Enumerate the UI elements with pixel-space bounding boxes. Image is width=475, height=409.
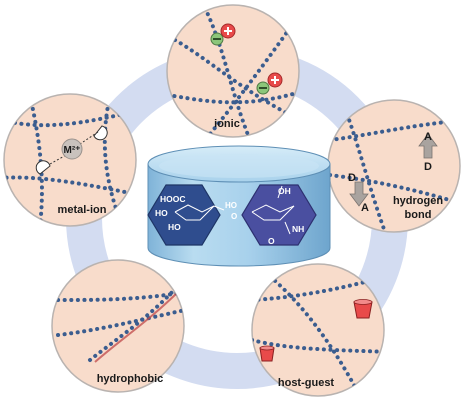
acceptor-label: A [361,202,369,214]
panel-hydrophobic: hydrophobic [51,259,185,393]
chem-hooc: HOOC [160,194,186,204]
chem-ho-left-1: HO [155,208,168,218]
label-hydrogen: hydrogen [393,195,443,207]
cup-icon [259,345,275,362]
panel-ionic: ionic [166,4,300,138]
metal-ion-icon: M²⁺ [61,138,83,160]
donor-label: D [348,172,356,184]
arrow-icon [349,181,369,207]
panel-hydrogen-bond: A D D A hydrogen bond [327,99,461,233]
panel-host-guest: host-guest [251,263,385,397]
label-ionic: ionic [214,118,240,130]
chem-oh: OH [278,186,291,196]
label-bond: bond [405,209,432,221]
ligand-icon [93,125,108,141]
cup-icon [353,299,373,319]
acetylglucosamine-ring [241,184,317,246]
chem-o: O [268,236,275,246]
label-hydrophobic: hydrophobic [97,373,164,385]
label-metal-ion: metal-ion [58,204,107,216]
donor-label: D [424,161,432,173]
chem-ho-linker: HO [225,201,237,210]
plus-icon [267,72,283,88]
chem-ho-left-2: HO [168,222,181,232]
polymer-chains [252,266,384,396]
glucuronic-acid-ring [147,184,221,246]
molecule-structure: HOOC HO HO HO O OH NH O [147,184,317,246]
plus-icon [220,23,236,39]
polymer-chains [56,286,184,363]
minus-icon [210,32,224,46]
chem-o-linker: O [231,212,237,221]
metal-ion-label: M²⁺ [64,145,81,156]
ligand-icon [35,160,51,175]
arrow-icon [418,133,438,159]
chem-nh: NH [292,224,304,234]
label-host-guest: host-guest [278,377,335,389]
minus-icon [256,81,270,95]
polymer-chains [167,6,299,137]
acceptor-label: A [424,131,432,143]
